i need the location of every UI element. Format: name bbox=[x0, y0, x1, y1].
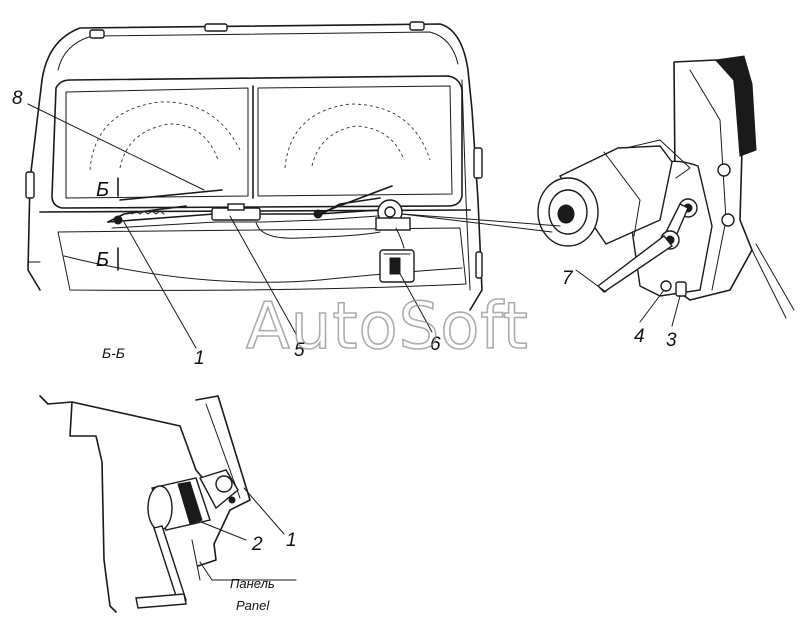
roof-lamp-right bbox=[409, 21, 425, 31]
section-outer-skin-inner bbox=[205, 403, 241, 499]
wiper-linkage-bar bbox=[107, 209, 381, 223]
leader-item-3 bbox=[671, 295, 681, 327]
section-body-profile bbox=[71, 401, 207, 483]
washer-item-4 bbox=[660, 280, 672, 292]
section-crank-arm bbox=[153, 525, 187, 603]
leader-panel-label bbox=[199, 561, 297, 581]
detail-leader-upper bbox=[401, 213, 561, 227]
cab-right-hinge-upper bbox=[473, 147, 483, 179]
wiper-pivot-left bbox=[113, 215, 123, 225]
section-shaft-nut bbox=[215, 475, 233, 493]
cab-right-side-inner bbox=[461, 79, 471, 291]
section-motor-band bbox=[177, 481, 203, 525]
leader-item-2 bbox=[195, 519, 247, 541]
callout-leaders bbox=[27, 103, 681, 349]
wiper-linkage-bar-lower bbox=[111, 215, 379, 229]
leader-item-7 bbox=[575, 269, 607, 293]
panel-label-en: Panel bbox=[236, 598, 270, 613]
wiper-blade-left bbox=[119, 189, 223, 201]
motor-end-boss bbox=[557, 204, 575, 224]
callout-8: 8 bbox=[12, 88, 23, 109]
lower-panel-outline bbox=[57, 227, 467, 291]
wiper-arm-right-lever bbox=[317, 197, 381, 217]
windshield-left-glass bbox=[65, 87, 249, 199]
section-view-title: Б-Б bbox=[102, 345, 125, 361]
detail-leader-lower bbox=[401, 213, 553, 233]
wiper-motor-small-bracket bbox=[375, 217, 411, 231]
cab-front-view: Б Б bbox=[25, 21, 483, 311]
panel-label-ru: Панель bbox=[230, 576, 275, 591]
callout-3: 3 bbox=[666, 330, 677, 351]
washer-reservoir-mark bbox=[389, 257, 401, 275]
section-panel-profile bbox=[39, 395, 117, 613]
callout-5: 5 bbox=[294, 340, 305, 361]
wiper-motor-detail bbox=[401, 55, 795, 319]
leader-item-4 bbox=[639, 289, 665, 323]
section-motor-end bbox=[147, 485, 173, 531]
motor-housing-band bbox=[603, 151, 641, 237]
motor-gearbox bbox=[625, 139, 691, 179]
connecting-rod bbox=[596, 235, 674, 293]
windshield-frame bbox=[51, 75, 463, 209]
section-outer-skin bbox=[195, 395, 251, 567]
section-lever-line bbox=[191, 539, 201, 581]
roof-lamp-center bbox=[204, 23, 228, 32]
cab-left-side bbox=[27, 79, 43, 291]
watermark: AutoSoft bbox=[246, 290, 529, 364]
mounting-wall-dark-edge bbox=[715, 55, 757, 157]
callout-6: 6 bbox=[430, 334, 441, 355]
mounting-wall-edge-tail bbox=[751, 249, 787, 319]
drive-linkage-box-inner bbox=[227, 203, 245, 211]
roof-lamp-left bbox=[89, 29, 105, 39]
motor-housing bbox=[558, 145, 673, 245]
section-mark-panel: Б bbox=[96, 249, 109, 271]
mounting-hole-upper bbox=[717, 163, 731, 177]
mounting-hole-lower bbox=[721, 213, 735, 227]
mounting-wall-edge-tail2 bbox=[755, 243, 795, 311]
section-mark-glass: Б bbox=[96, 179, 109, 201]
cab-left-hinge bbox=[25, 171, 35, 199]
leader-item-1-top bbox=[123, 221, 197, 349]
wiper-arm-left-spring bbox=[131, 210, 165, 215]
callout-4: 4 bbox=[634, 326, 645, 347]
section-b-b-view: Б-Б Панель Panel bbox=[39, 345, 297, 613]
washer-hose bbox=[255, 221, 381, 239]
section-crank-foot bbox=[135, 593, 187, 609]
callout-7: 7 bbox=[562, 268, 574, 289]
leader-item-1-bottom bbox=[243, 487, 285, 535]
wiper-sweep-left-inner bbox=[119, 123, 219, 169]
wiper-sweep-right-inner bbox=[311, 125, 405, 167]
leader-item-6 bbox=[397, 269, 433, 333]
callout-1-bottom: 1 bbox=[286, 530, 297, 551]
cab-right-hinge-lower bbox=[475, 251, 483, 279]
callout-numbers: 8 1 5 6 7 4 3 2 1 bbox=[12, 88, 677, 555]
callout-2: 2 bbox=[251, 534, 263, 555]
wiper-motor-small-inner bbox=[384, 206, 396, 218]
wiper-sweep-left bbox=[89, 101, 241, 171]
wiper-pivot-right bbox=[313, 209, 323, 219]
cab-roof-outline bbox=[41, 23, 473, 111]
wiper-sweep-right bbox=[284, 103, 431, 169]
leader-item-5 bbox=[229, 215, 297, 335]
bolt-item-3 bbox=[675, 281, 687, 297]
wiper-arm-left-lever bbox=[107, 205, 187, 223]
callout-1-top: 1 bbox=[194, 348, 205, 369]
windshield-right-glass bbox=[257, 85, 453, 197]
cab-roof-inner-line bbox=[57, 31, 459, 71]
section-shaft-core bbox=[228, 496, 236, 504]
motor-lead-wire bbox=[395, 227, 405, 249]
leader-item-8 bbox=[27, 103, 205, 191]
cab-right-side bbox=[469, 109, 483, 311]
